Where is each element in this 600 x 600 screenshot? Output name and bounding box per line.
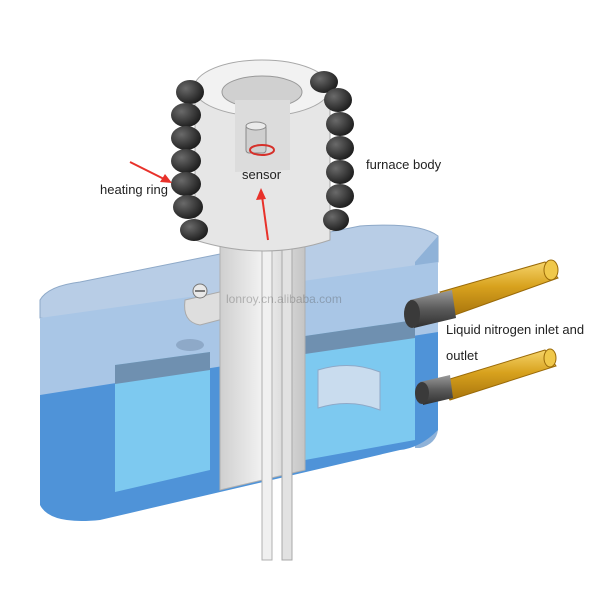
heating-coil-left [171,80,208,241]
watermark: lonroy.cn.alibaba.com [226,292,342,306]
tank-left-cavity [115,352,210,492]
tank-inner-baffle [317,364,381,411]
ln2-upper-tube [404,259,559,328]
heating-ring-arrow [129,161,172,183]
central-column [184,171,306,561]
heating-ring-label: heating ring [100,182,168,197]
ln2-label-line1: Liquid nitrogen inlet and [446,322,585,337]
heating-coil-right [310,71,354,231]
ln2-lower-tube [415,348,557,405]
sensor-label: sensor [242,167,282,182]
furnace-body-label: furnace body [366,157,442,172]
sensor-arrow [256,188,269,241]
ln2-label-line2: outlet [446,348,478,363]
furnace-body [193,59,331,252]
